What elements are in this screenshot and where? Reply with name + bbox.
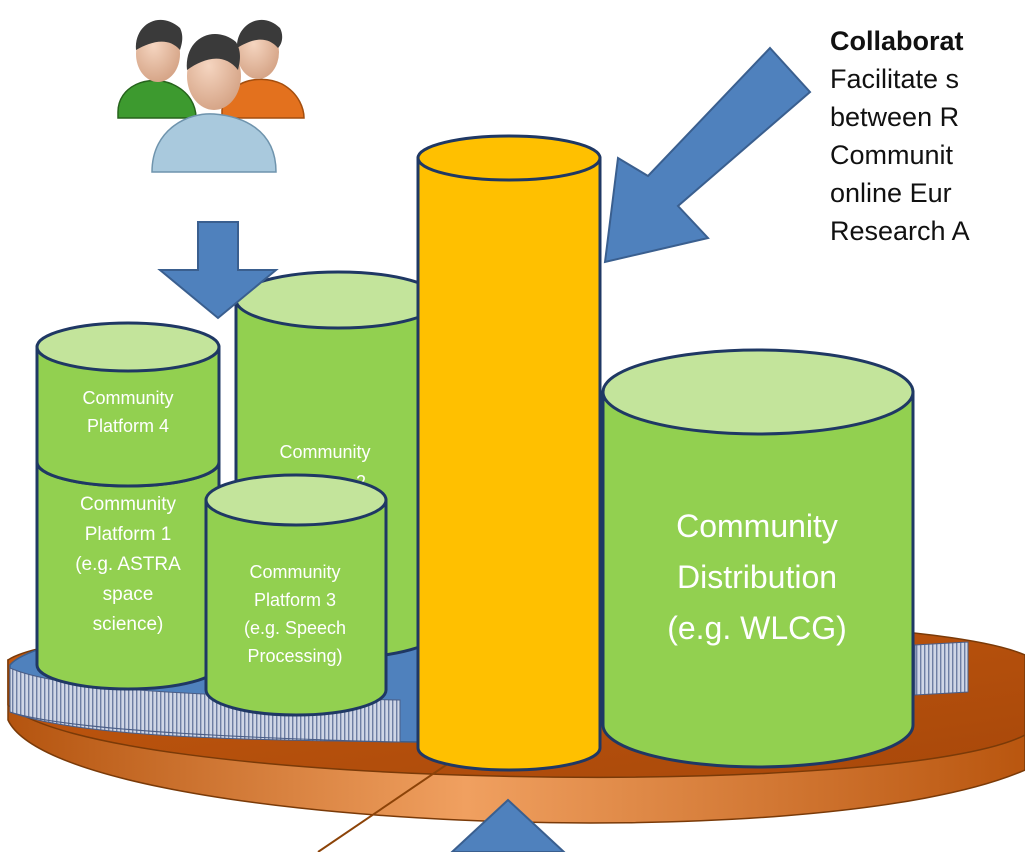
arrow-up-icon xyxy=(450,798,566,852)
callout-heading: Collaborat xyxy=(830,26,964,56)
platform-4-label-line-2: Platform 4 xyxy=(87,416,169,436)
platform-3-label-line-3: (e.g. Speech xyxy=(244,618,346,638)
platform-1-label-line-1: Community xyxy=(80,494,177,515)
callout-line-2: between R xyxy=(830,102,960,132)
collaboration-callout: Collaborat Facilitate s between R Commun… xyxy=(830,22,1025,250)
platform-3-label-line-2: Platform 3 xyxy=(254,590,336,610)
platform-1-label-line-3: (e.g. ASTRA xyxy=(75,554,181,575)
users-group-icon xyxy=(117,19,305,173)
distribution-label-line-1: Community xyxy=(676,508,838,544)
platform-1-label-line-2: Platform 1 xyxy=(85,524,172,545)
platform-4-label-line-1: Community xyxy=(82,388,173,408)
distribution-label-line-2: Distribution xyxy=(677,559,837,595)
platform-2-label-line-1: Community xyxy=(279,442,370,462)
arrow-down-icon xyxy=(157,221,279,320)
platform-3-label-line-4: Processing) xyxy=(247,646,342,666)
callout-line-3: Communit xyxy=(830,140,954,170)
platform-1-label-line-5: science) xyxy=(93,614,164,635)
callout-line-1: Facilitate s xyxy=(830,64,960,94)
platform-3-label-line-1: Community xyxy=(249,562,340,582)
cylinder-core-yellow xyxy=(416,134,602,772)
platform-1-label-line-4: space xyxy=(103,584,154,605)
distribution-label-line-3: (e.g. WLCG) xyxy=(667,610,847,646)
callout-line-4: online Eur xyxy=(830,178,952,208)
callout-line-5: Research A xyxy=(830,216,970,246)
arrow-diagonal-icon xyxy=(603,46,812,264)
